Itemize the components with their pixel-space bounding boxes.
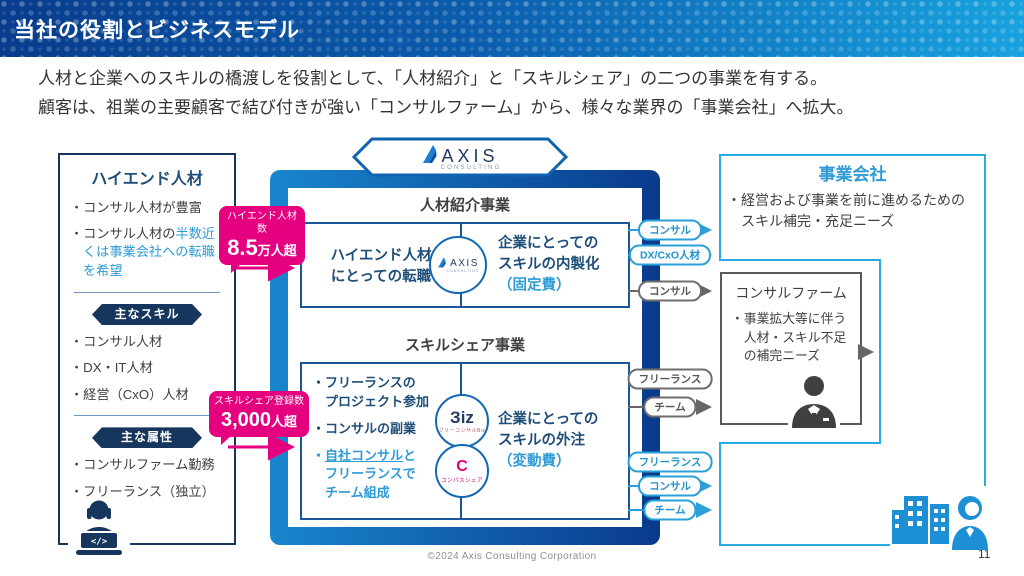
flow-label-consul-to-firm: コンサル (638, 280, 702, 302)
share-bullets: ・フリーランスの プロジェクト参加 ・コンサルの副業 ・自社コンサルと フリーラ… (312, 374, 462, 511)
highend-count-label: ハイエンド人材数 (227, 211, 297, 235)
compass-share-logo-circle: C コンパスシェア (435, 444, 489, 498)
business-white-panel: 人材紹介事業 ハイエンド人材 にとっての転職 企業にとっての スキルの内製化 （… (288, 188, 642, 527)
flow-label-team-to-firm: チーム (643, 396, 697, 418)
svg-text:</>: </> (91, 537, 108, 547)
divider (74, 415, 220, 417)
highend-talent-panel: ハイエンド人材 ・コンサル人材が豊富 ・コンサル人材の半数近くは事業会社への転職… (58, 153, 236, 545)
intro-line-2: 顧客は、祖業の主要顧客で結び付きが強い「コンサルファーム」から、様々な業界の「事… (38, 98, 854, 117)
attribute-item: ・フリーランス（独立） (70, 483, 215, 499)
skills-badge: 主なスキル (92, 303, 202, 325)
recruit-section-title: 人材紹介事業 (419, 197, 510, 214)
freeconsul-biz-logo-circle: Ɛiz フリーコンサルBiz (435, 394, 489, 448)
share-right-text: 企業にとっての スキルの外注 （変動費） (498, 411, 599, 470)
axis-hexagon-badge: AXIS CONSULTING (351, 137, 569, 177)
company-buildings-person-icon (890, 486, 998, 550)
intro-line-1: 人材と企業へのスキルの橋渡しを役割として、「人材紹介」と「スキルシェア」の二つの… (38, 69, 828, 88)
flow-label-freelance-to-company: フリーランス (627, 451, 713, 473)
flow-label-dxcxo-to-company: DX/CxO人材 (628, 244, 712, 266)
attributes-badge: 主な属性 (92, 427, 202, 449)
page-title: 当社の役割とビジネスモデル (14, 19, 300, 42)
consultant-person-icon (788, 374, 840, 428)
consulting-firm-title: コンサルファーム (735, 285, 847, 301)
copyright-text: ©2024 Axis Consulting Corporation (427, 551, 597, 562)
skill-item: ・DX・IT人材 (70, 360, 153, 376)
hexagon-shape (351, 137, 569, 177)
skillshare-count-badge: スキルシェア登録数 3,000人超 (209, 391, 309, 445)
consulting-firm-needs: ・事業拡大等に伴う 人材・スキル不足 の補完ニーズ (731, 311, 847, 364)
flow-label-consul-to-company: コンサル (638, 219, 702, 241)
share-bullet-1: ・フリーランスの プロジェクト参加 (312, 375, 430, 409)
divider (74, 291, 220, 293)
axis-logo-text: AXIS (441, 145, 499, 166)
flow-label-freelance-to-firm: フリーランス (627, 368, 713, 390)
recruit-right-text: 企業にとっての スキルの内製化 （固定費） (498, 235, 600, 294)
highend-panel-title: ハイエンド人材 (91, 171, 203, 188)
share-section-title: スキルシェア事業 (404, 337, 525, 354)
recruit-box: ハイエンド人材 にとっての転職 企業にとっての スキルの内製化 （固定費） (300, 222, 630, 308)
share-bullet-2: ・コンサルの副業 (312, 420, 417, 436)
title-bar: 当社の役割とビジネスモデル (0, 0, 1024, 57)
highend-bullet-2-highlight: 半数近くは事業会社への転職を希望 (83, 225, 216, 279)
axis-logo-subtext: CONSULTING (440, 164, 502, 171)
flow-label-consul-to-company-2: コンサル (638, 475, 702, 497)
highend-count-value: 8.5万人超 (227, 235, 297, 260)
page-number: 11 (978, 547, 991, 561)
axis-business-container: 人材紹介事業 ハイエンド人材 にとっての転職 企業にとっての スキルの内製化 （… (270, 170, 660, 545)
share-cost-note: （変動費） (498, 453, 571, 470)
skillshare-count-value: 3,000人超 (220, 409, 298, 431)
recruit-cost-note: （固定費） (498, 277, 571, 294)
compass-logo: C (456, 457, 468, 475)
skill-item: ・コンサル人材 (70, 333, 163, 349)
axis-arrow-icon (423, 144, 437, 163)
operating-company-title: 事業会社 (818, 165, 887, 184)
highend-count-badge: ハイエンド人材数 8.5万人超 (219, 206, 305, 273)
biz-logo-sub: フリーコンサルBiz (438, 427, 486, 434)
flow-label-team-to-company: チーム (643, 499, 697, 521)
share-bullet-3: ・自社コンサルと フリーランスで チーム組成 (312, 447, 417, 501)
skill-item: ・経営（CxO）人材 (70, 386, 189, 402)
talent-person-laptop-icon: </> (68, 498, 130, 556)
axis-logo-circle: AXIS CONSULTING (429, 236, 487, 294)
highend-bullet-1: ・コンサル人材が豊富 (70, 200, 202, 215)
recruit-left-text: ハイエンド人材 にとっての転職 (330, 248, 432, 285)
attribute-item: ・コンサルファーム勤務 (70, 457, 215, 473)
highend-bullet-2: ・コンサル人材の半数近くは事業会社への転職を希望 (70, 225, 216, 279)
axis-arrow-icon (438, 257, 446, 268)
biz-logo: Ɛiz (450, 407, 474, 427)
intro-text: 人材と企業へのスキルの橋渡しを役割として、「人材紹介」と「スキルシェア」の二つの… (38, 64, 998, 122)
operating-company-needs: ・経営および事業を前に進めるための スキル補完・充足ニーズ (727, 192, 965, 229)
skillshare-count-label: スキルシェア登録数 (214, 396, 304, 407)
compass-logo-sub: コンパスシェア (440, 477, 483, 484)
